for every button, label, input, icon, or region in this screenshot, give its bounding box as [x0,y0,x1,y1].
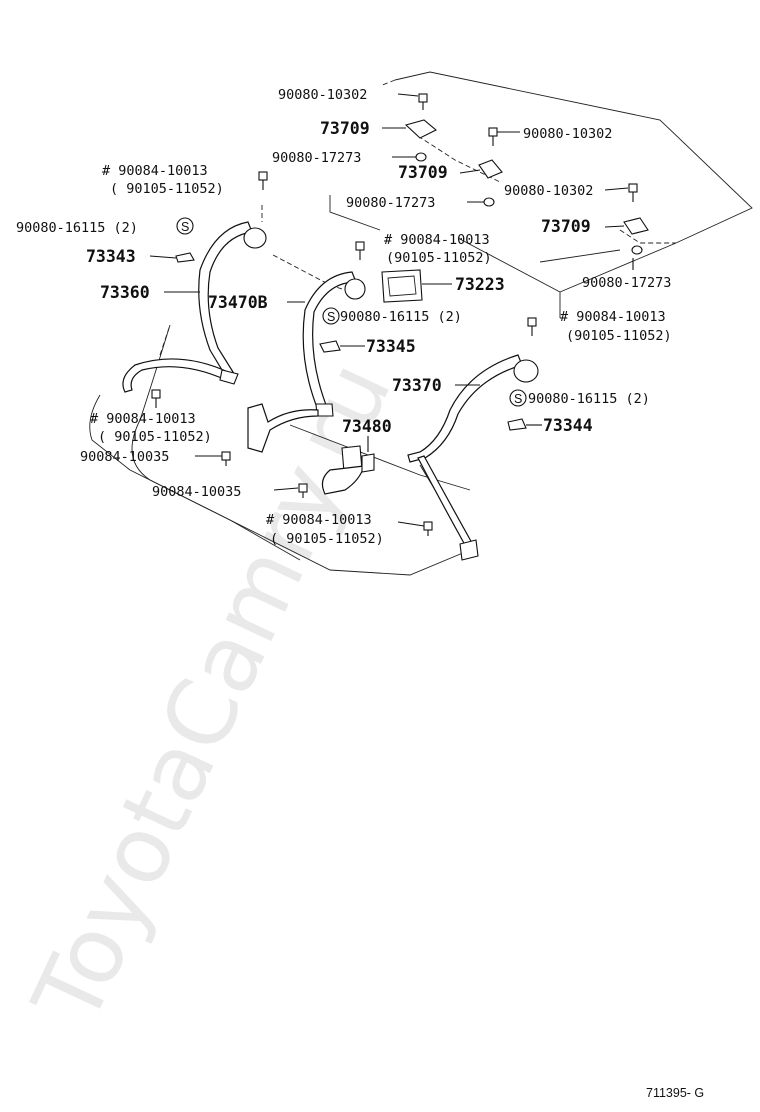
nut-icon-1 [415,152,427,162]
callout-90080-16115-b: 90080-16115 (2) [340,309,462,325]
callout-90084-10013-b: # 90084-10013 [384,232,490,248]
seat-belt-73470b [247,271,366,453]
s-mark-icon-2: S [322,307,340,325]
anchor-plate-73343 [175,252,195,263]
nut-icon-2 [483,197,495,207]
callout-73223: 73223 [455,275,505,294]
cover-73709-c [623,217,649,235]
anchor-plate-73344 [507,418,527,431]
callout-90084-10035-b: 90084-10035 [152,484,241,500]
retractor-cover-73223 [381,269,423,303]
callout-90105-11052-a: ( 90105-11052) [110,181,224,197]
bolt-icon-9 [298,483,308,498]
figure-reference: 711395- G [646,1086,704,1100]
callout-73480: 73480 [342,417,392,436]
callout-73709-b: 73709 [398,163,448,182]
svg-text:S: S [327,310,335,324]
s-mark-icon-1: S [176,217,194,235]
callout-90105-11052-b: (90105-11052) [386,250,492,266]
callout-labels: 90080-10302 73709 90080-17273 # 90084-10… [16,87,672,547]
cover-73709-a [404,119,437,139]
bolt-icon-1 [418,93,428,110]
anchor-plate-73345 [319,340,341,353]
bolt-icon-5 [355,241,365,260]
callout-73709-a: 73709 [320,119,370,138]
leader-lines [149,93,634,527]
callout-90080-10302-b: 90080-10302 [523,126,612,142]
callout-73370: 73370 [392,376,442,395]
nut-icon-3 [631,245,643,255]
callout-73470b: 73470B [208,293,268,312]
cover-73709-b [478,159,503,179]
callout-73709-c: 73709 [541,217,591,236]
seat-belt-73370 [407,354,539,561]
bolt-icon-6 [527,317,537,336]
s-mark-icon-3: S [509,389,527,407]
callout-90080-17273-a: 90080-17273 [272,150,361,166]
callout-90080-16115-a: 90080-16115 (2) [16,220,138,236]
svg-text:S: S [514,392,522,406]
seat-belt-73360 [122,221,267,393]
callout-90084-10013-c: # 90084-10013 [560,309,666,325]
bolt-icon-8 [221,451,231,466]
callout-90084-10013-a: # 90084-10013 [102,163,208,179]
callout-90080-17273-b: 90080-17273 [346,195,435,211]
bolt-icon-2 [488,127,498,146]
callout-90080-16115-c: 90080-16115 (2) [528,391,650,407]
svg-text:S: S [181,220,189,234]
callout-90084-10035-a: 90084-10035 [80,449,169,465]
buckle-73480 [321,445,375,495]
callout-90084-10013-d: # 90084-10013 [90,411,196,427]
bolt-icon-3 [258,171,268,190]
bolt-icon-7 [151,389,161,408]
callout-73345: 73345 [366,337,416,356]
callout-73360: 73360 [100,283,150,302]
callout-73344: 73344 [543,416,593,435]
callout-90105-11052-d: ( 90105-11052) [98,429,212,445]
callout-90080-10302-a: 90080-10302 [278,87,367,103]
callout-90084-10013-e: # 90084-10013 [266,512,372,528]
bolt-icon-10 [423,521,433,536]
callout-90080-17273-c: 90080-17273 [582,275,671,291]
callout-90105-11052-e: ( 90105-11052) [270,531,384,547]
callout-90105-11052-c: (90105-11052) [566,328,672,344]
bolt-icon-4 [628,183,638,202]
callout-90080-10302-c: 90080-10302 [504,183,593,199]
callout-73343: 73343 [86,247,136,266]
